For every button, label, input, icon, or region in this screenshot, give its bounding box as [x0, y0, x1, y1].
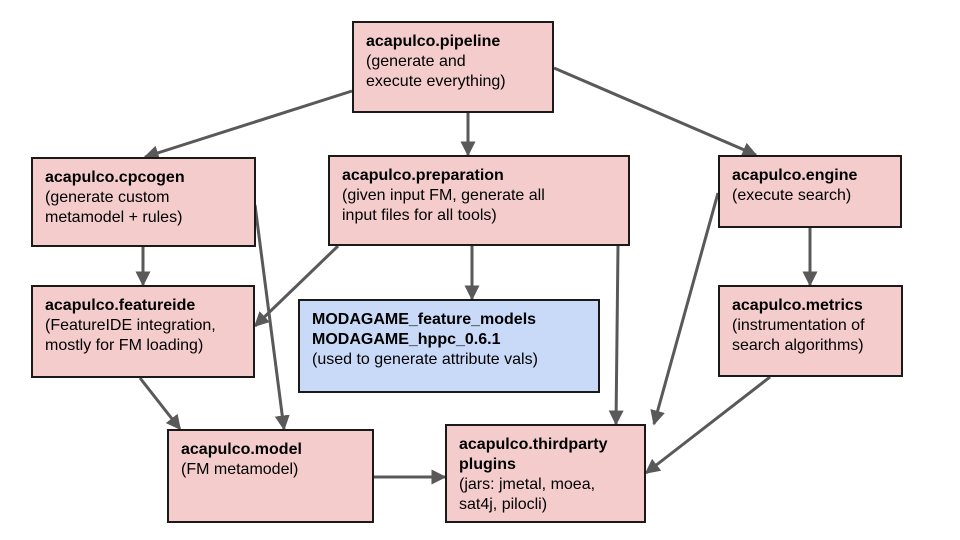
arrow-pipeline-to-engine: [553, 66, 758, 157]
arrow-pipeline-to-cpcogen: [143, 89, 353, 161]
node-thirdparty: acapulco.thirdparty plugins (jars: jmeta…: [445, 424, 646, 523]
node-title: acapulco.cpcogen: [45, 169, 185, 186]
arrow-preparation-to-featureide: [253, 244, 340, 328]
node-title: MODAGAME_feature_models MODAGAME_hppc_0.…: [312, 311, 537, 348]
node-metrics: acapulco.metrics (instrumentation of sea…: [718, 285, 903, 377]
node-featureide: acapulco.featureide (FeatureIDE integrat…: [31, 285, 255, 378]
node-title: acapulco.model: [181, 441, 302, 458]
node-description: (generate and execute everything): [366, 53, 506, 90]
node-title: acapulco.featureide: [45, 297, 196, 314]
node-description: (execute search): [732, 187, 852, 204]
arrow-featureide-to-model: [138, 377, 182, 431]
node-title: acapulco.preparation: [342, 167, 504, 184]
node-title: acapulco.engine: [732, 167, 858, 184]
node-modagame: MODAGAME_feature_models MODAGAME_hppc_0.…: [298, 299, 600, 393]
arrow-engine-to-thirdparty: [650, 192, 720, 426]
node-cpcogen: acapulco.cpcogen (generate custom metamo…: [31, 157, 256, 247]
arrow-cpcogen-to-model: [253, 204, 290, 431]
arrow-preparation-to-thirdparty: [608, 245, 624, 426]
node-title: acapulco.pipeline: [366, 33, 501, 50]
node-description: (jars: jmetal, moea, sat4j, pilocli): [459, 476, 596, 513]
node-engine: acapulco.engine (execute search): [718, 155, 902, 228]
node-title: acapulco.metrics: [732, 297, 863, 314]
node-description: (given input FM, generate all input file…: [342, 187, 545, 224]
node-model: acapulco.model (FM metamodel): [167, 429, 374, 523]
node-description: (generate custom metamodel + rules): [45, 189, 183, 226]
node-description: (used to generate attribute vals): [312, 351, 538, 368]
node-description: (instrumentation of search algorithms): [732, 317, 865, 354]
arrow-metrics-to-thirdparty: [644, 375, 771, 475]
node-description: (FM metamodel): [181, 461, 299, 478]
node-preparation: acapulco.preparation (given input FM, ge…: [328, 155, 630, 246]
node-title: acapulco.thirdparty plugins: [459, 436, 608, 473]
node-description: (FeatureIDE integration, mostly for FM l…: [45, 317, 216, 354]
node-pipeline: acapulco.pipeline (generate and execute …: [352, 21, 554, 113]
